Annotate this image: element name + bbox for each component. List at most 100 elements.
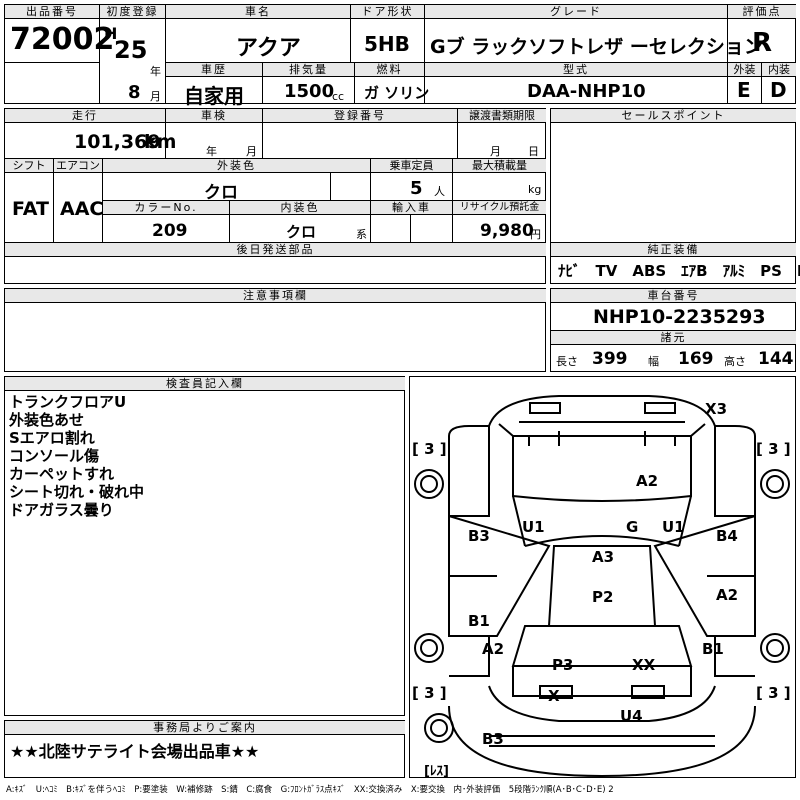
inspector-block bbox=[4, 376, 405, 716]
inspector-note: Sエアロ割れ bbox=[9, 429, 95, 447]
transfer-month-unit: 月 bbox=[490, 145, 501, 158]
equipment-label: 純正装備 bbox=[551, 243, 796, 257]
inspector-note: シート切れ・破れ中 bbox=[9, 483, 145, 501]
divider bbox=[4, 242, 546, 243]
recycle-unit: 円 bbox=[530, 228, 541, 241]
score-label: 評価点 bbox=[728, 5, 796, 19]
car-name: アクア bbox=[236, 36, 301, 61]
mileage-unit: km bbox=[144, 131, 177, 153]
mark-u4: U4 bbox=[620, 707, 643, 725]
office-block bbox=[4, 720, 405, 778]
length: 399 bbox=[592, 349, 628, 369]
exterior-color: クロ bbox=[204, 183, 238, 203]
height-label: 高さ bbox=[724, 355, 746, 368]
reg-number-label: 登録番号 bbox=[263, 109, 457, 123]
era: H bbox=[104, 24, 118, 43]
later-parts-label: 後日発送部品 bbox=[5, 243, 546, 257]
color-no: 209 bbox=[152, 221, 188, 241]
inspector-note: 外装色あせ bbox=[9, 411, 85, 429]
mark-p2: P2 bbox=[592, 588, 614, 606]
car-name-label: 車名 bbox=[166, 5, 350, 19]
score: R bbox=[752, 28, 773, 58]
inspector-note: カーペットすれ bbox=[9, 465, 115, 483]
cc-unit: cc bbox=[332, 90, 345, 103]
ext-label: 外装 bbox=[728, 63, 761, 77]
divider bbox=[410, 214, 411, 242]
mileage: 101,369 bbox=[74, 131, 161, 153]
history-label: 車歴 bbox=[166, 63, 262, 77]
load-unit: kg bbox=[528, 183, 542, 196]
mark-p3: P3 bbox=[552, 656, 574, 674]
int-grade: D bbox=[770, 78, 787, 102]
inspector-note: コンソール傷 bbox=[9, 447, 100, 465]
divider bbox=[330, 172, 331, 200]
mark-b4-rf: B4 bbox=[716, 527, 738, 545]
length-label: 長さ bbox=[556, 355, 578, 368]
mark-b1-r: B1 bbox=[702, 640, 724, 658]
mark-b1-l: B1 bbox=[468, 612, 490, 630]
lot-label: 出品番号 bbox=[5, 5, 99, 19]
office-label: 事務局よりご案内 bbox=[5, 721, 405, 735]
door-label: ドア形状 bbox=[351, 5, 424, 19]
reg-year: 25 bbox=[114, 36, 148, 64]
model: DAA-NHP10 bbox=[527, 81, 646, 102]
mark-a2-rd: A2 bbox=[716, 586, 739, 604]
tire-front-left: [ 3 ] bbox=[412, 440, 447, 458]
year-unit: 年 bbox=[150, 65, 161, 78]
equipment: ﾅﾋﾞ TV ABS ｴｱB ｱﾙﾐ PS PW bbox=[558, 262, 800, 280]
first-reg-label: 初度登録 bbox=[100, 5, 165, 19]
divider bbox=[165, 62, 727, 63]
divider bbox=[424, 62, 425, 104]
chassis-label: 車台番号 bbox=[551, 289, 796, 303]
insp-month-unit: 月 bbox=[246, 145, 257, 158]
legend: A:ｷｽﾞ U:ﾍｺﾐ B:ｷｽﾞを伴うﾍｺﾐ P:要塗装 W:補修跡 S:錆 … bbox=[6, 785, 614, 795]
inspector-label: 検査員記入欄 bbox=[5, 377, 405, 391]
divider bbox=[4, 158, 546, 159]
recycle-label: リサイクル預託金 bbox=[453, 201, 546, 215]
displacement: 1500 bbox=[284, 81, 335, 102]
inspection-label: 車検 bbox=[166, 109, 262, 123]
car-diagram-block bbox=[409, 376, 796, 778]
mark-b3-rear: B3 bbox=[482, 730, 504, 748]
vehicle-info-block bbox=[4, 108, 546, 284]
load-label: 最大積載量 bbox=[453, 159, 546, 173]
mark-x: X bbox=[548, 687, 560, 705]
displacement-label: 排気量 bbox=[263, 63, 354, 77]
shift-label: シフト bbox=[5, 159, 53, 173]
history: 自家用 bbox=[184, 84, 244, 108]
sales-point-label: セールスポイント bbox=[551, 109, 796, 123]
divider bbox=[229, 200, 230, 242]
color-no-label: カラーNo. bbox=[103, 201, 229, 215]
int-label: 内装 bbox=[762, 63, 796, 77]
divider bbox=[262, 62, 263, 104]
transfer-day-unit: 日 bbox=[528, 145, 539, 158]
width-label: 幅 bbox=[648, 355, 659, 368]
inspector-notes: トランクフロアU 外装色あせ Sエアロ割れ コンソール傷 カーペットすれ シート… bbox=[9, 393, 144, 519]
ext-grade: E bbox=[737, 78, 751, 102]
fuel-label: 燃料 bbox=[355, 63, 424, 77]
insp-year-unit: 年 bbox=[206, 145, 217, 158]
inspector-note: ドアガラス曇り bbox=[9, 501, 114, 519]
sales-point-block bbox=[550, 108, 796, 284]
divider bbox=[4, 62, 99, 63]
notes-label: 注意事項欄 bbox=[5, 289, 546, 303]
spec-label: 諸元 bbox=[551, 331, 796, 345]
mark-xx: XX bbox=[632, 656, 656, 674]
shift: FAT bbox=[12, 198, 49, 220]
divider bbox=[457, 108, 458, 158]
divider bbox=[102, 200, 546, 201]
divider bbox=[761, 62, 762, 104]
grade-label: グレード bbox=[425, 5, 727, 19]
capacity: 5 bbox=[410, 178, 423, 199]
inspector-note: トランクフロアU bbox=[9, 393, 127, 411]
tire-front-right: [ 3 ] bbox=[756, 440, 791, 458]
divider bbox=[727, 62, 796, 63]
grade: Gブ ラックソフトレザ ーセレクション bbox=[430, 36, 763, 58]
import-label: 輸入車 bbox=[371, 201, 452, 215]
mileage-label: 走行 bbox=[5, 109, 165, 123]
interior-color-label: 内装色 bbox=[230, 201, 370, 215]
mark-a3: A3 bbox=[592, 548, 615, 566]
divider bbox=[262, 108, 263, 158]
mark-g: G bbox=[626, 518, 639, 536]
reg-month: 8 bbox=[128, 82, 141, 103]
